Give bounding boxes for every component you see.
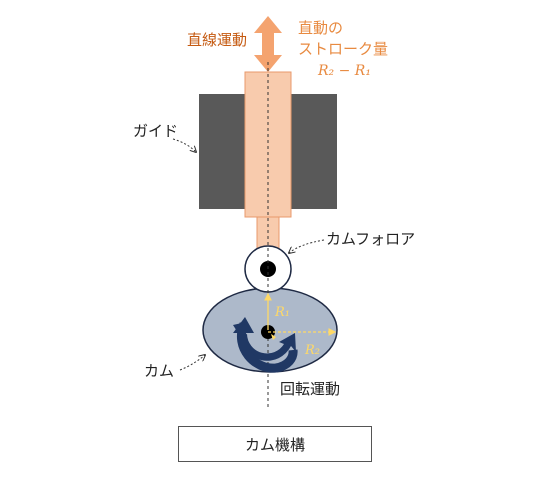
guide-right-block xyxy=(291,94,337,209)
rotation-arrow-body xyxy=(237,322,298,373)
stroke-label-line1: 直動の xyxy=(298,19,343,37)
center-small-arrow xyxy=(271,334,276,340)
rotation-arrow xyxy=(240,333,296,361)
cam-follower-leader xyxy=(289,239,325,253)
cam-label: カム xyxy=(144,362,174,380)
r1-label: R₁ xyxy=(274,305,290,320)
guide-left-block xyxy=(199,94,245,209)
linear-motion-arrow xyxy=(254,16,282,72)
stroke-formula: R₂ − R₁ xyxy=(317,63,371,79)
cam-follower-label: カムフォロア xyxy=(326,230,415,248)
linear-motion-label: 直線運動 xyxy=(187,31,247,49)
caption-box: カム機構 xyxy=(178,426,372,462)
guide-label: ガイド xyxy=(133,122,178,140)
guide-leader xyxy=(172,138,196,152)
caption-text: カム機構 xyxy=(244,435,305,454)
rotation-arrow-head xyxy=(233,317,254,333)
slider-rod-upper xyxy=(244,71,292,218)
stroke-label-line2: ストローク量 xyxy=(298,40,388,58)
cam-leader xyxy=(179,355,205,371)
rotation-label: 回転運動 xyxy=(280,380,340,398)
r2-label: R₂ xyxy=(304,343,320,358)
